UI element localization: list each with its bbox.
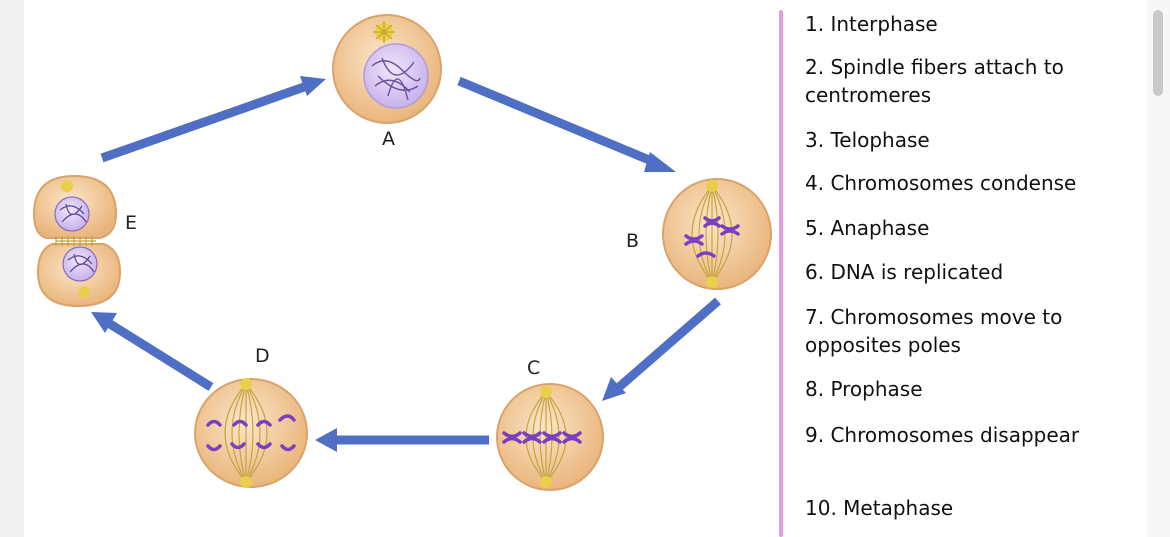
label-c: C: [527, 357, 540, 379]
label-e: E: [125, 212, 137, 234]
legend-item-9: 9. Chromosomes disappear: [805, 423, 1080, 447]
legend-item-2: 2. Spindle fibers attach to centromeres: [805, 55, 1064, 107]
cell-c: [496, 383, 604, 491]
arrow-c-to-d: [315, 428, 489, 452]
cell-e: [32, 174, 122, 308]
arrow-a-to-b: [457, 76, 676, 172]
legend-item-4: 4. Chromosomes condense: [805, 171, 1077, 195]
legend-item-3: 3. Telophase: [805, 128, 930, 152]
label-a: A: [382, 128, 395, 150]
arrow-d-to-e: [91, 312, 214, 391]
legend-item-8: 8. Prophase: [805, 377, 923, 401]
cell-b: [662, 178, 772, 290]
cell-cycle-diagram: A B C D E: [32, 14, 772, 491]
arrow-b-to-c: [602, 297, 721, 401]
legend-item-5: 5. Anaphase: [805, 216, 930, 240]
label-d: D: [255, 345, 270, 367]
legend-item-6: 6. DNA is replicated: [805, 260, 1004, 284]
legend-item-10: 10. Metaphase: [805, 496, 954, 520]
legend-item-1: 1. Interphase: [805, 12, 938, 36]
cell-d: [194, 378, 308, 488]
legend-item-7: 7. Chromosomes move to opposites poles: [805, 305, 1063, 357]
cell-a: [332, 14, 442, 124]
label-b: B: [626, 230, 639, 252]
arrow-e-to-a: [100, 76, 326, 163]
scrollbar-thumb[interactable]: [1153, 10, 1163, 96]
legend-divider: [779, 10, 783, 537]
